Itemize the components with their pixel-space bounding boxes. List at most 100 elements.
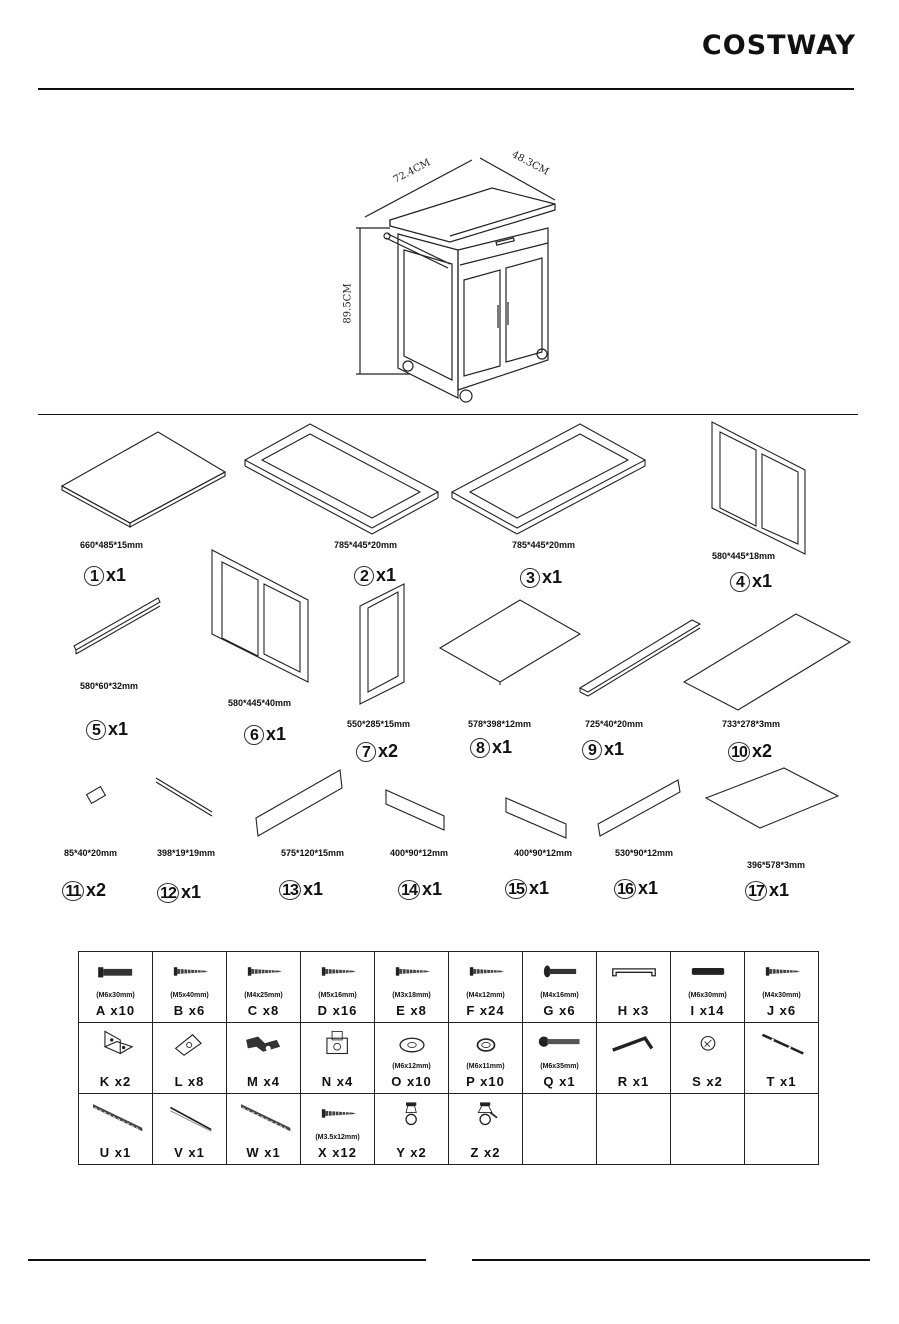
hinge-icon xyxy=(246,1036,281,1052)
hardware-spec: (M3.5x12mm) xyxy=(315,1134,360,1141)
hardware-cell: (M6x12mm) O x10 xyxy=(374,1022,449,1094)
hardware-cell-empty xyxy=(744,1093,819,1165)
hardware-spec: (M6x30mm) xyxy=(688,992,727,999)
hardware-label: K x2 xyxy=(99,1074,132,1089)
hardware-cell: (M5x16mm) D x16 xyxy=(300,951,375,1023)
hardware-spec: (M6x30mm) xyxy=(96,992,135,999)
hardware-label: D x16 xyxy=(317,1003,358,1018)
hardware-label: E x8 xyxy=(396,1003,427,1018)
part-17-size: 396*578*3mm xyxy=(747,860,806,870)
hardware-label: B x6 xyxy=(173,1003,206,1018)
part-9-drawing xyxy=(578,619,702,697)
screw-icon xyxy=(765,967,800,976)
brand-logo: COSTWAY xyxy=(701,30,856,61)
part-5-size: 580*60*32mm xyxy=(80,681,139,691)
hardware-label: P x10 xyxy=(466,1074,505,1089)
hardware-cell: W x1 xyxy=(226,1093,301,1165)
dowel-icon xyxy=(691,968,725,975)
hardware-spec: (M6x35mm) xyxy=(540,1063,579,1070)
part-6-drawing xyxy=(211,549,309,683)
cam-lock-icon xyxy=(700,1035,716,1051)
part-6-size: 580*445*40mm xyxy=(228,698,292,708)
hardware-label: N x4 xyxy=(321,1074,354,1089)
part-7-size: 550*285*15mm xyxy=(347,719,411,729)
footer-rule-left xyxy=(28,1259,426,1261)
part-10-drawing xyxy=(682,613,852,711)
hardware-cell: Y x2 xyxy=(374,1093,449,1165)
hardware-spec: (M5x16mm) xyxy=(318,992,357,999)
hardware-cell: (M4x16mm)G x6 xyxy=(522,951,597,1023)
hardware-label: M x4 xyxy=(247,1074,280,1089)
hardware-cell: (M4x12mm)F x24 xyxy=(448,951,523,1023)
part-8-drawing xyxy=(438,599,582,685)
part-3-drawing xyxy=(450,423,647,535)
drawer-slide-icon xyxy=(241,1104,291,1132)
rod-icon xyxy=(170,1106,212,1132)
part-15-drawing xyxy=(505,797,567,839)
hardware-spec: (M6x11mm) xyxy=(466,1063,505,1070)
header-rule xyxy=(38,88,854,90)
part-10-size: 733*278*3mm xyxy=(722,719,781,729)
allen-key-icon xyxy=(612,1036,654,1052)
hardware-label: O x10 xyxy=(391,1074,432,1089)
part-2-drawing xyxy=(243,423,440,535)
angle-bracket-icon xyxy=(103,1030,134,1055)
hardware-spec: (M6x12mm) xyxy=(392,1063,431,1070)
screw-icon xyxy=(321,1109,356,1118)
hardware-cell: M x4 xyxy=(226,1022,301,1094)
hardware-cell: K x2 xyxy=(78,1022,153,1094)
hardware-spec: (M4x12mm) xyxy=(466,992,505,999)
hardware-cell: (M5x40mm) B x6 xyxy=(152,951,227,1023)
part-14-drawing xyxy=(385,789,445,831)
hardware-label: X x12 xyxy=(318,1145,357,1160)
parts-illustrations xyxy=(60,421,852,839)
hardware-label: L x8 xyxy=(174,1074,205,1089)
hardware-spec: (M3x18mm) xyxy=(392,992,431,999)
bolt-icon xyxy=(543,965,577,978)
hardware-cell: (M3x18mm) E x8 xyxy=(374,951,449,1023)
hardware-label: Z x2 xyxy=(470,1145,501,1160)
footer-rule-right xyxy=(472,1259,870,1261)
part-13-size: 575*120*15mm xyxy=(281,848,345,858)
hardware-cell: T x1 xyxy=(744,1022,819,1094)
hardware-label: U x1 xyxy=(99,1145,132,1160)
part-1-drawing xyxy=(60,431,227,528)
part-16-drawing xyxy=(597,779,681,837)
part-13-drawing xyxy=(255,769,343,837)
spring-washer-icon xyxy=(476,1038,496,1052)
hardware-label: H x3 xyxy=(617,1003,650,1018)
hardware-label: V x1 xyxy=(174,1145,205,1160)
screw-icon xyxy=(173,967,208,976)
hardware-label: A x10 xyxy=(95,1003,136,1018)
hardware-spec: (M5x40mm) xyxy=(170,992,209,999)
hardware-cell: U x1 xyxy=(78,1093,153,1165)
hardware-label: J x6 xyxy=(766,1003,797,1018)
cart-overview: 72.4CM 48.3CM 89.5CM xyxy=(330,140,570,410)
hardware-label: C x8 xyxy=(247,1003,280,1018)
height-dimension: 89.5CM xyxy=(342,283,354,324)
part-1-size: 660*485*15mm xyxy=(80,540,144,550)
part-8-size: 578*398*12mm xyxy=(468,719,532,729)
part-5-drawing xyxy=(73,597,161,655)
hardware-cell: L x8 xyxy=(152,1022,227,1094)
hardware-cell: V x1 xyxy=(152,1093,227,1165)
washer-icon xyxy=(399,1037,425,1053)
part-4-size: 580*445*18mm xyxy=(712,551,776,561)
screw-icon xyxy=(395,967,430,976)
hardware-row: (M6x30mm)A x10(M5x40mm)B x6(M4x25mm)C x8… xyxy=(78,951,819,1023)
hardware-spec: (M4x16mm) xyxy=(540,992,579,999)
magnetic-catch-icon xyxy=(326,1030,348,1055)
hardware-spec: (M4x30mm) xyxy=(762,992,801,999)
section-rule xyxy=(38,414,858,415)
hardware-label: S x2 xyxy=(692,1074,723,1089)
part-14-size: 400*90*12mm xyxy=(390,848,449,858)
hardware-label: I x14 xyxy=(690,1003,725,1018)
part-2-size: 785*445*20mm xyxy=(334,540,398,550)
